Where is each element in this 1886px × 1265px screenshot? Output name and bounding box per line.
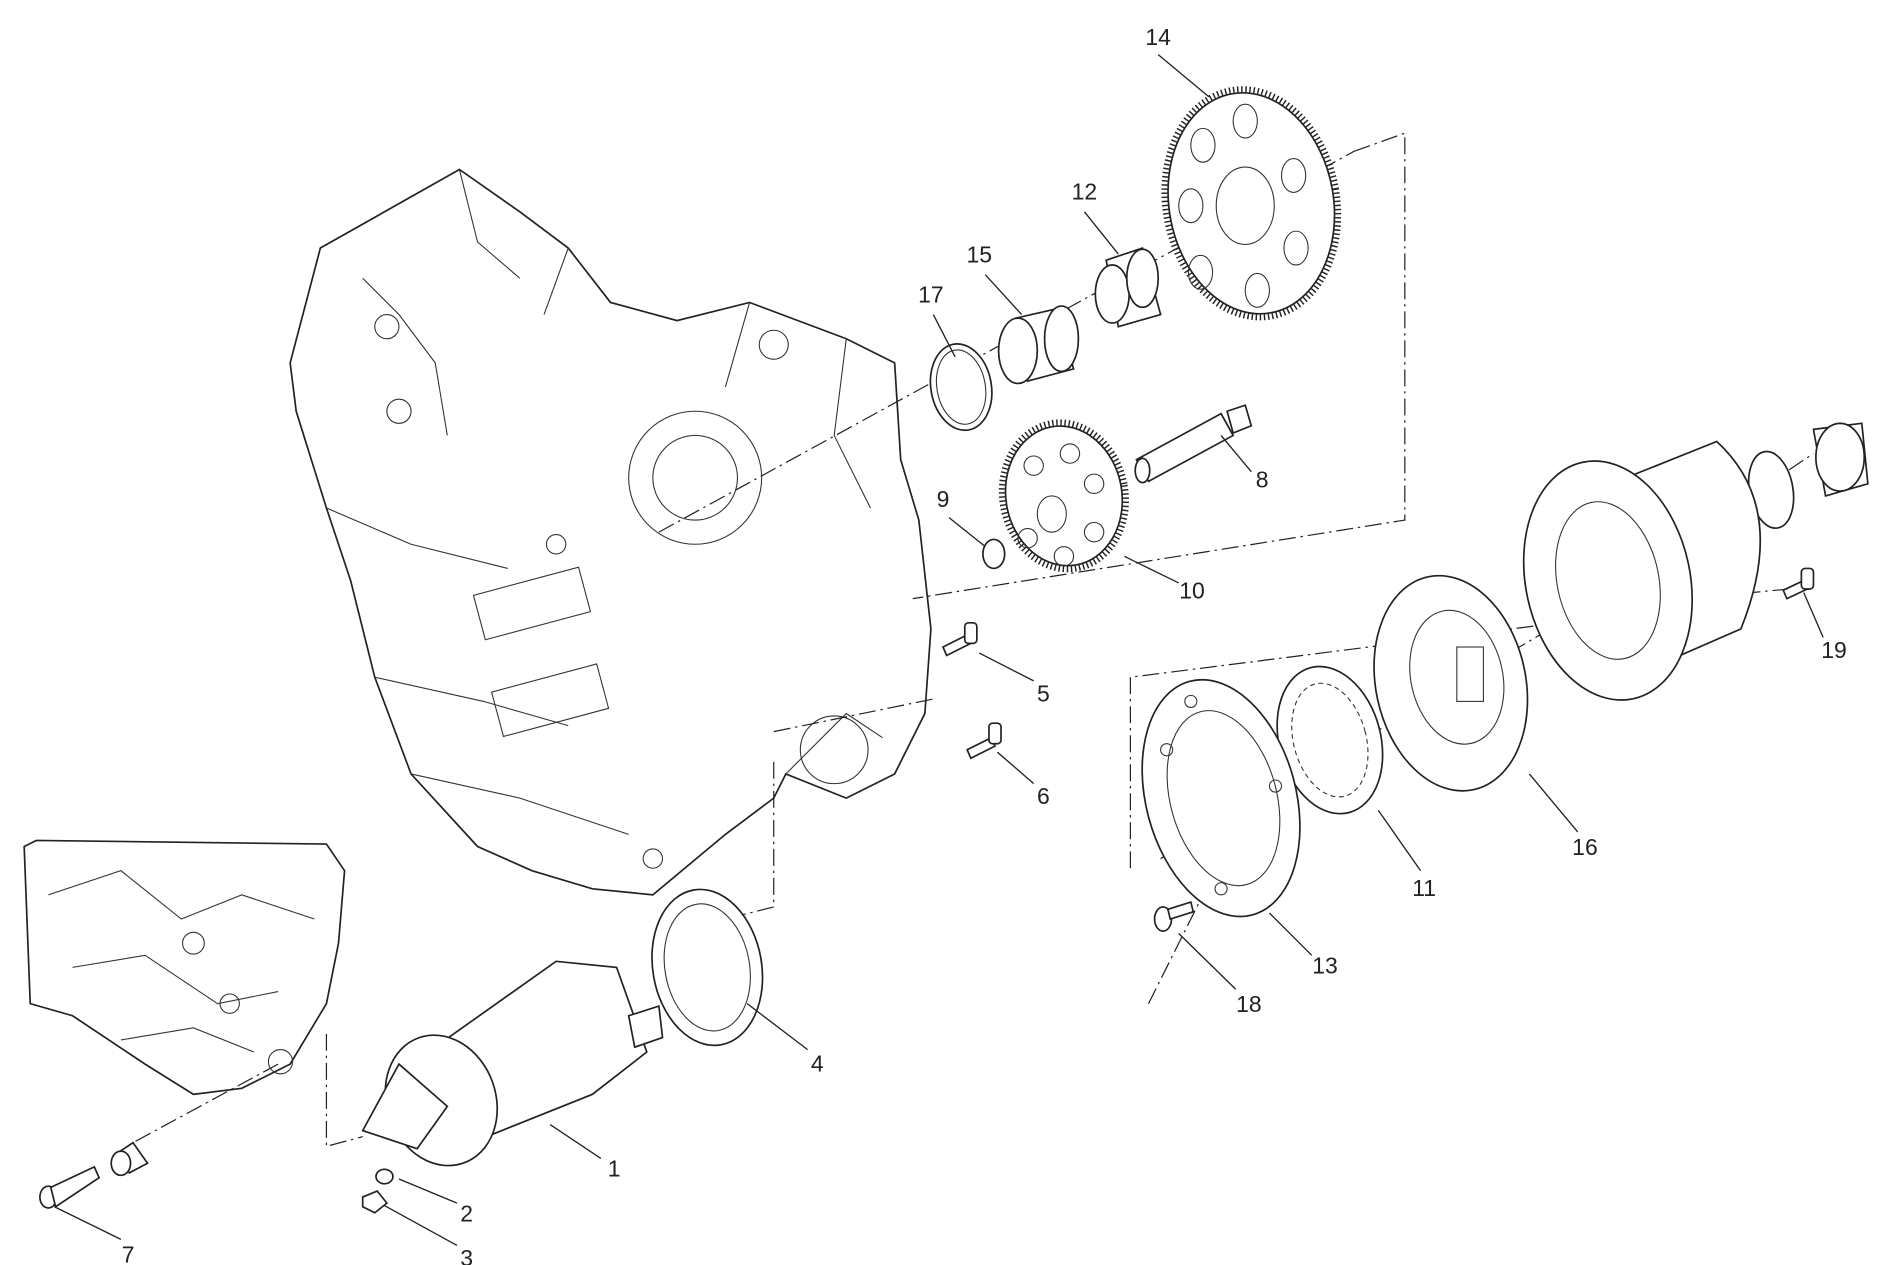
part-16-starter-clutch	[1373, 574, 1529, 792]
callout-12: 12	[1072, 179, 1098, 205]
crankcase	[289, 168, 932, 896]
part-17-washer	[929, 343, 993, 432]
part-4-gasket	[651, 888, 764, 1047]
flywheel-rotor	[1522, 440, 1762, 701]
part-8-shaft	[1134, 404, 1253, 484]
callout-13: 13	[1312, 952, 1338, 978]
part-6-screw	[966, 722, 1002, 760]
part-18-screw	[1153, 901, 1195, 932]
part-5-screw	[941, 621, 978, 657]
part-7-bolt	[39, 1165, 101, 1209]
callout-1: 1	[608, 1156, 621, 1182]
callout-14: 14	[1145, 24, 1171, 50]
nut	[1812, 422, 1869, 497]
part-19-screw	[1782, 567, 1815, 600]
leader-lines	[54, 54, 1824, 1247]
part-3-nut	[361, 1190, 389, 1214]
callout-6: 6	[1037, 783, 1050, 809]
callout-7: 7	[122, 1241, 135, 1265]
callout-8: 8	[1256, 466, 1269, 492]
callout-9: 9	[937, 486, 950, 512]
part-12-bushing	[1094, 246, 1162, 328]
spacer	[110, 1141, 149, 1177]
callout-15: 15	[966, 242, 992, 268]
callout-2: 2	[460, 1200, 473, 1226]
part-14-large-gear	[1161, 86, 1342, 321]
callout-16: 16	[1572, 834, 1598, 860]
callout-11: 11	[1412, 875, 1436, 901]
part-1-starter-motor	[361, 960, 664, 1167]
callout-4: 4	[811, 1050, 824, 1076]
part-15-bushing	[997, 305, 1080, 385]
callout-18: 18	[1236, 991, 1262, 1017]
callout-10: 10	[1179, 578, 1205, 604]
callout-17: 17	[918, 281, 944, 307]
callout-3: 3	[460, 1245, 473, 1265]
part-2-washer	[375, 1168, 394, 1185]
part-13-plate	[1141, 678, 1301, 918]
callout-5: 5	[1037, 680, 1050, 706]
part-9-circlip	[982, 538, 1006, 570]
part-10-gear	[998, 419, 1129, 573]
callouts: 1 2 3 4 5 6 7 8 9 10 11 12 13 14 15 16 1…	[122, 24, 1847, 1265]
callout-19: 19	[1821, 637, 1847, 663]
crankcase-partial	[23, 839, 346, 1096]
